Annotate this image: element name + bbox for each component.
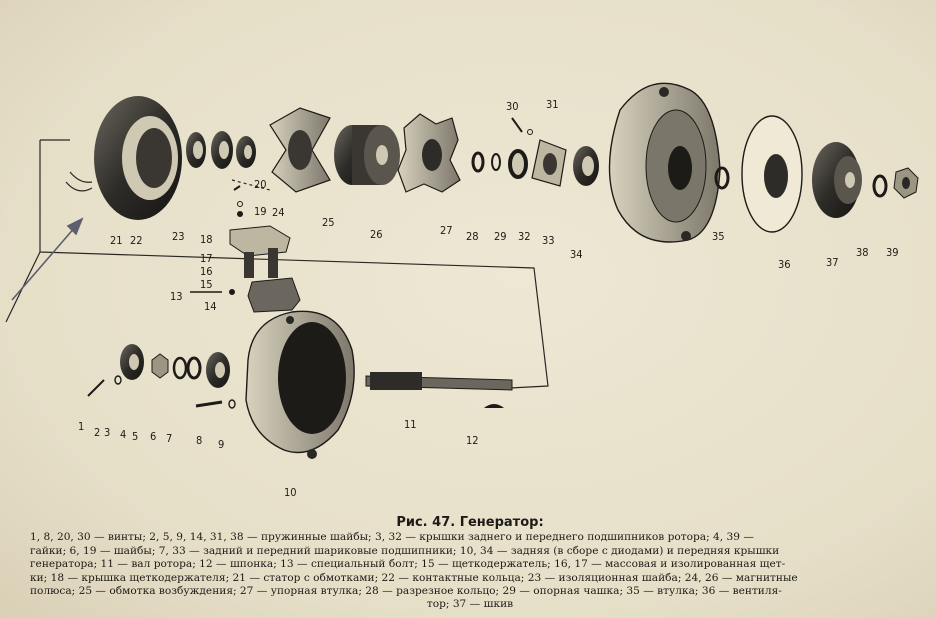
- figure-title: Рис. 47. Генератор:: [396, 515, 544, 530]
- magnetic-pole-part: [269, 107, 331, 193]
- callout-21: 21: [110, 234, 123, 247]
- callout-11: 11: [404, 418, 417, 431]
- callout-25: 25: [322, 216, 335, 229]
- field-winding-part: [334, 125, 400, 185]
- rear-hardware-parts: [87, 344, 236, 409]
- callout-27: 27: [440, 224, 453, 237]
- front-cover-part: [608, 82, 721, 243]
- callout-20: 20: [254, 178, 267, 191]
- callout-5: 5: [132, 430, 138, 443]
- callout-24: 24: [272, 206, 285, 219]
- callout-38: 38: [856, 246, 869, 259]
- slip-rings-part: [186, 131, 256, 169]
- callout-16: 16: [200, 265, 213, 278]
- callout-35: 35: [712, 230, 725, 243]
- callout-13: 13: [170, 290, 183, 303]
- callout-12: 12: [466, 434, 479, 447]
- callout-34: 34: [570, 248, 583, 261]
- bushing-part: [714, 166, 730, 190]
- callout-29: 29: [494, 230, 507, 243]
- pointer-arrow: [11, 217, 84, 301]
- callout-33: 33: [542, 234, 555, 247]
- caption-line: гайки; 6, 19 — шайбы; 7, 33 — задний и п…: [30, 544, 780, 557]
- front-bearing-part: [573, 146, 599, 186]
- callout-9: 9: [218, 438, 224, 451]
- washer-nut-parts: [872, 167, 919, 199]
- callout-14: 14: [204, 300, 217, 313]
- caption-line: 1, 8, 20, 30 — винты; 2, 5, 9, 14, 31, 3…: [30, 531, 754, 544]
- callout-23: 23: [172, 230, 185, 243]
- callout-18: 18: [200, 233, 213, 246]
- pulley-part: [812, 142, 862, 218]
- callout-31: 31: [546, 98, 559, 111]
- brush-holder-part: [190, 185, 301, 313]
- callout-8: 8: [196, 434, 202, 447]
- callout-1: 1: [78, 420, 84, 433]
- bearing-cover-plate-part: [511, 117, 567, 187]
- caption-line: ки; 18 — крышка щеткодержателя; 21 — ста…: [30, 571, 798, 584]
- caption-line: тор; 37 — шкив: [426, 598, 514, 611]
- callout-17: 17: [200, 252, 213, 265]
- callout-32: 32: [518, 230, 531, 243]
- exploded-view-drawing: 1 2 3 4 5 6 7 8 9 10 11 12 13 14 15 16 1…: [5, 82, 919, 499]
- callout-30: 30: [506, 100, 519, 113]
- rotor-shaft-part: [365, 372, 513, 408]
- callout-2: 2: [94, 426, 100, 439]
- callout-7: 7: [166, 432, 172, 445]
- fan-part: [741, 115, 803, 233]
- rear-cover-part: [245, 310, 355, 459]
- callout-19: 19: [254, 205, 267, 218]
- callout-10: 10: [284, 486, 297, 499]
- callout-15: 15: [200, 278, 213, 291]
- magnetic-pole-front-part: [397, 113, 461, 193]
- callout-4: 4: [120, 428, 126, 441]
- callout-39: 39: [886, 246, 899, 259]
- stator-part: [65, 96, 182, 220]
- figure-caption: Рис. 47. Генератор: 1, 8, 20, 30 — винты…: [30, 516, 910, 612]
- callout-3: 3: [104, 426, 110, 439]
- callout-26: 26: [370, 228, 383, 241]
- callout-28: 28: [466, 230, 479, 243]
- callout-6: 6: [150, 430, 156, 443]
- bushing-ring-cup-parts: [471, 149, 528, 179]
- caption-line: генератора; 11 — вал ротора; 12 — шпонка…: [30, 558, 786, 571]
- caption-line: полюса; 25 — обмотка возбуждения; 27 — у…: [30, 585, 782, 598]
- callout-37: 37: [826, 256, 839, 269]
- callout-22: 22: [130, 234, 143, 247]
- callout-36: 36: [778, 258, 791, 271]
